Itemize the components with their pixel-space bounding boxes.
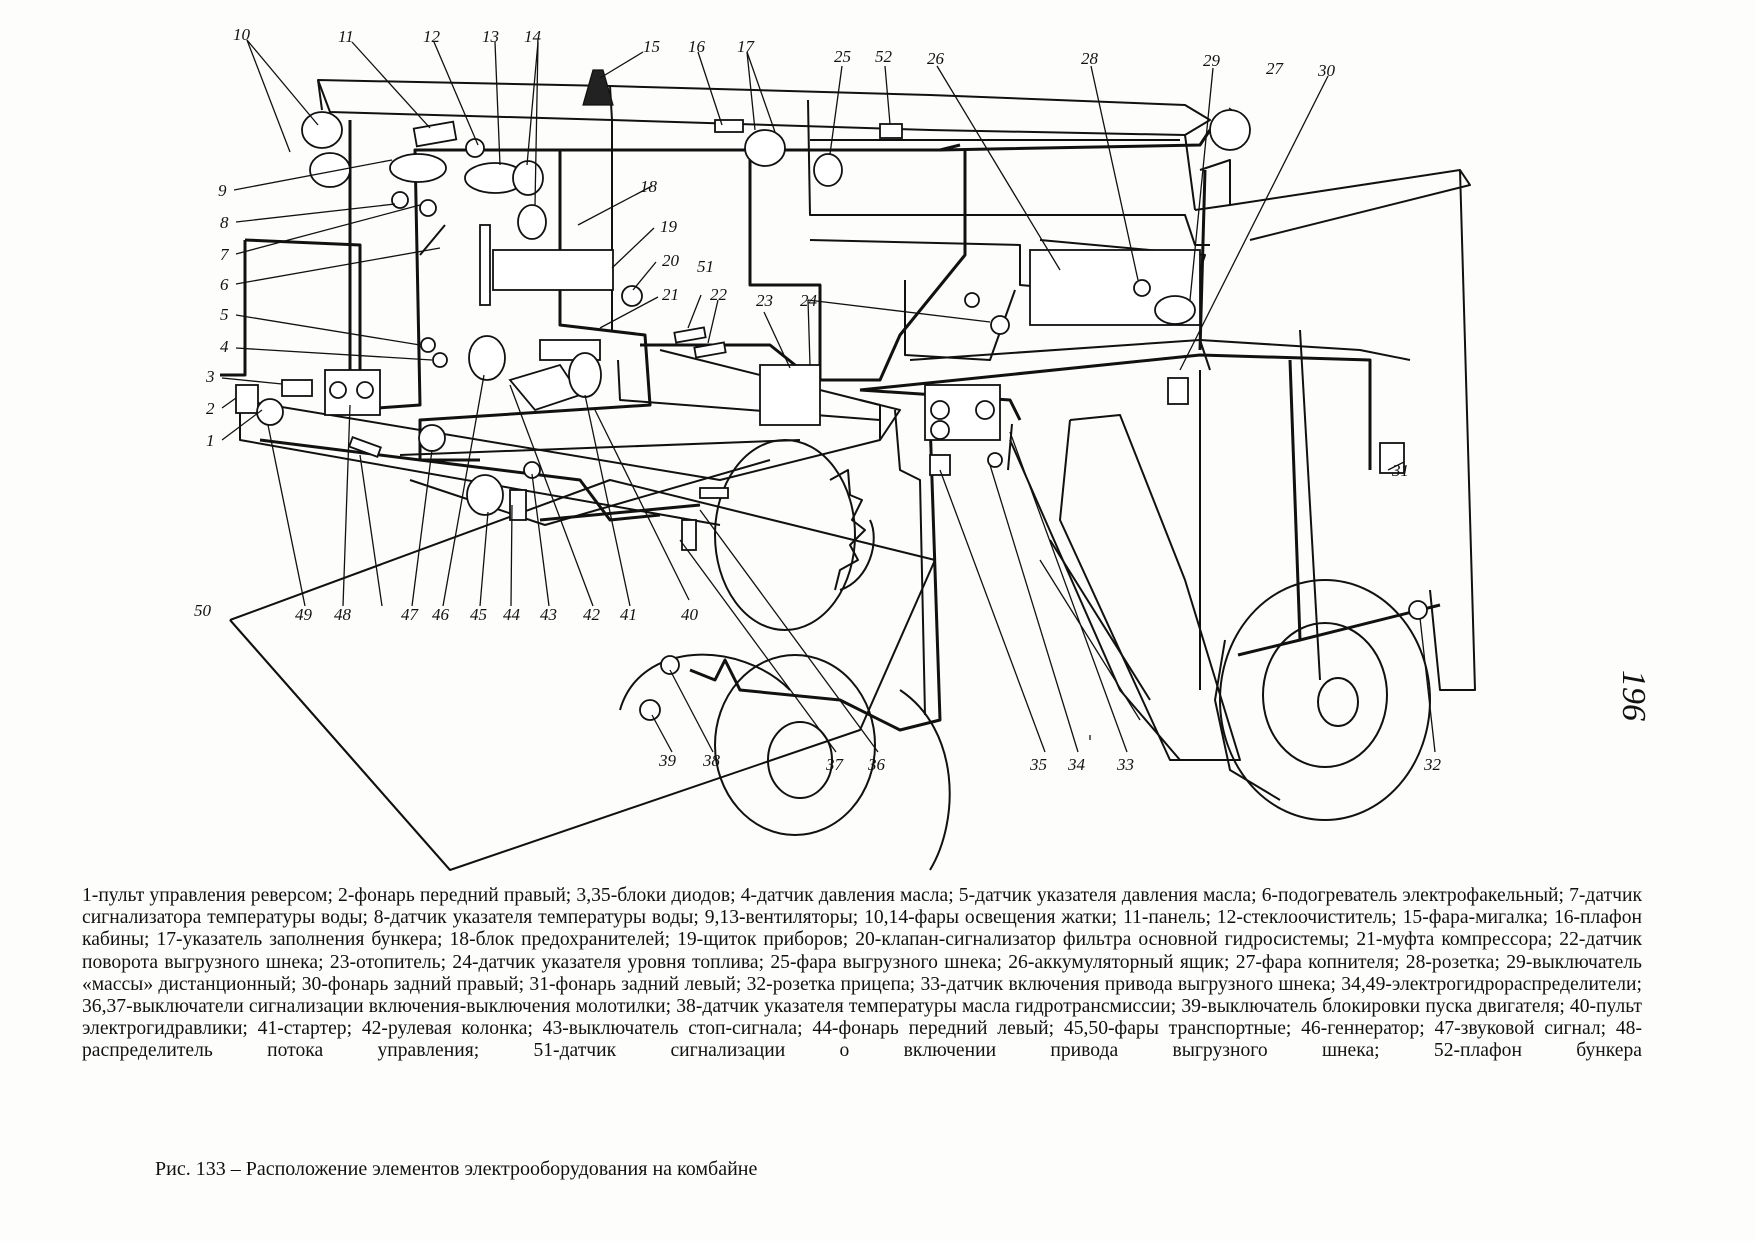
wiring-harness bbox=[220, 120, 1441, 732]
label-9: 9 bbox=[218, 181, 227, 200]
label-33: 33 bbox=[1116, 755, 1134, 774]
label-2: 2 bbox=[206, 399, 215, 418]
label-5: 5 bbox=[220, 305, 229, 324]
components bbox=[235, 69, 1428, 721]
label-18: 18 bbox=[640, 177, 658, 196]
label-22: 22 bbox=[710, 285, 728, 304]
label-15: 15 bbox=[643, 37, 660, 56]
part-number-labels: 10 11 12 13 14 15 16 17 25 52 26 28 29 2… bbox=[194, 25, 1442, 774]
front-wheel bbox=[714, 439, 875, 631]
label-51: 51 bbox=[697, 257, 714, 276]
label-27: 27 bbox=[1266, 59, 1285, 78]
label-23: 23 bbox=[756, 291, 773, 310]
page-number: 196 bbox=[1615, 670, 1652, 721]
label-42: 42 bbox=[583, 605, 601, 624]
label-43: 43 bbox=[540, 605, 557, 624]
label-8: 8 bbox=[220, 213, 229, 232]
label-26: 26 bbox=[927, 49, 945, 68]
figure-title: Рис. 133 – Расположение элементов электр… bbox=[155, 1158, 758, 1180]
label-50: 50 bbox=[194, 601, 212, 620]
label-38: 38 bbox=[702, 751, 721, 770]
label-11: 11 bbox=[338, 27, 354, 46]
cab-outline bbox=[317, 79, 1476, 691]
label-30: 30 bbox=[1317, 61, 1336, 80]
label-34: 34 bbox=[1067, 755, 1086, 774]
label-6: 6 bbox=[220, 275, 229, 294]
label-13: 13 bbox=[482, 27, 499, 46]
label-40: 40 bbox=[681, 605, 699, 624]
label-31: 31 bbox=[1391, 461, 1409, 480]
label-47: 47 bbox=[401, 605, 420, 624]
label-3: 3 bbox=[205, 367, 215, 386]
label-32: 32 bbox=[1423, 755, 1442, 774]
label-46: 46 bbox=[432, 605, 450, 624]
label-25: 25 bbox=[834, 47, 851, 66]
label-35: 35 bbox=[1029, 755, 1047, 774]
combine-electrical-diagram: 10 11 12 13 14 15 16 17 25 52 26 28 29 2… bbox=[194, 25, 1476, 871]
label-4: 4 bbox=[220, 337, 229, 356]
label-44: 44 bbox=[503, 605, 521, 624]
label-28: 28 bbox=[1081, 49, 1099, 68]
figure-legend: 1-пульт управления реверсом; 2-фонарь пе… bbox=[82, 885, 1642, 1062]
label-7: 7 bbox=[220, 245, 230, 264]
label-52: 52 bbox=[875, 47, 893, 66]
label-21: 21 bbox=[662, 285, 679, 304]
label-39: 39 bbox=[658, 751, 677, 770]
rear-wheel bbox=[1214, 579, 1431, 821]
label-37: 37 bbox=[825, 755, 845, 774]
leader-lines bbox=[221, 39, 1436, 753]
label-14: 14 bbox=[524, 27, 542, 46]
label-24: 24 bbox=[800, 291, 818, 310]
label-19: 19 bbox=[660, 217, 678, 236]
label-41: 41 bbox=[620, 605, 637, 624]
label-29: 29 bbox=[1203, 51, 1221, 70]
label-12: 12 bbox=[423, 27, 441, 46]
label-10: 10 bbox=[233, 25, 251, 44]
label-1: 1 bbox=[206, 431, 215, 450]
label-16: 16 bbox=[688, 37, 706, 56]
lower-wheel bbox=[619, 653, 951, 871]
label-20: 20 bbox=[662, 251, 680, 270]
label-36: 36 bbox=[867, 755, 886, 774]
label-49: 49 bbox=[295, 605, 313, 624]
label-48: 48 bbox=[334, 605, 352, 624]
grain-box bbox=[229, 479, 936, 871]
label-17: 17 bbox=[737, 37, 756, 56]
label-45: 45 bbox=[470, 605, 487, 624]
